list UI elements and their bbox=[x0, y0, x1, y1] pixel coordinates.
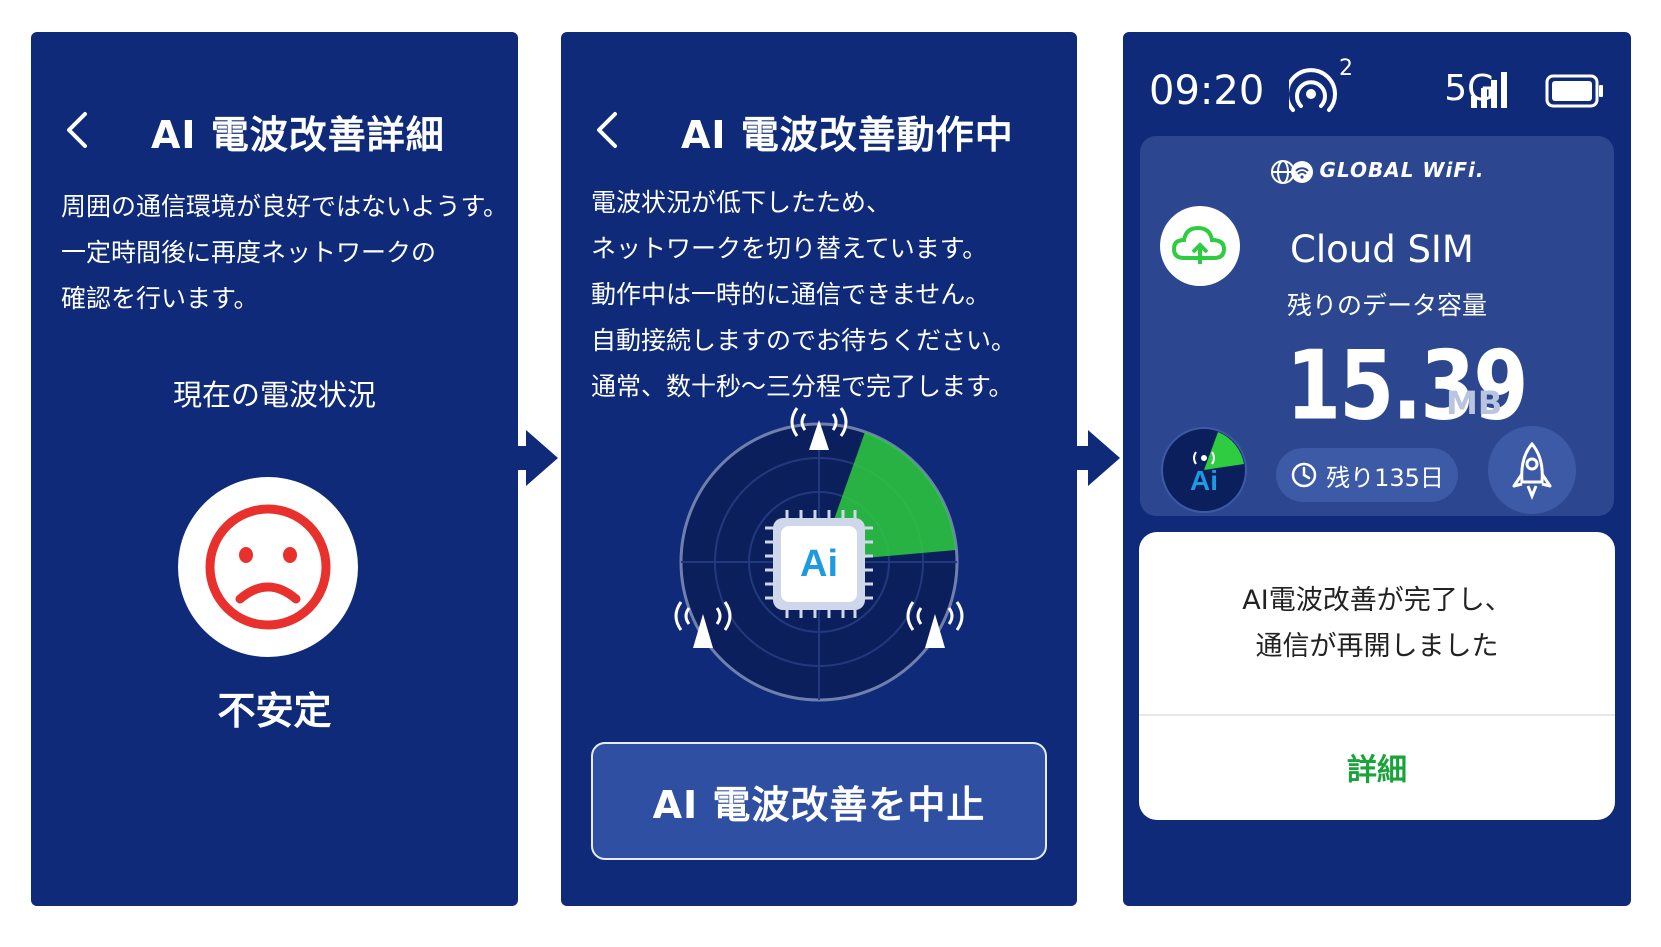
completion-dialog: AI電波改善が完了し、 通信が再開しました 詳細 bbox=[1139, 532, 1615, 820]
ai-signal-button[interactable]: Ai bbox=[1160, 426, 1248, 514]
cancel-ai-improvement-button[interactable]: AI 電波改善を中止 bbox=[591, 742, 1047, 860]
rocket-icon bbox=[1512, 441, 1552, 501]
page-title: AI 電波改善動作中 bbox=[681, 113, 1014, 157]
sim-data-card: GLOBAL WiFi. Cloud SIM 残りのデータ容量 15.39 MB… bbox=[1140, 136, 1614, 516]
screen-header: AI 電波改善動作中 bbox=[561, 82, 1077, 172]
ai-signal-detail-screen: AI 電波改善詳細 周囲の通信環境が良好ではないようす。 一定時間後に再度ネット… bbox=[31, 32, 518, 906]
message-line: 動作中は一時的に通信できません。 bbox=[591, 280, 991, 309]
boost-button[interactable] bbox=[1488, 426, 1576, 514]
remaining-data-unit: MB bbox=[1446, 384, 1503, 422]
status-message: 電波状況が低下したため、 ネットワークを切り替えています。 動作中は一時的に通信… bbox=[591, 180, 1016, 410]
detail-link[interactable]: 詳細 bbox=[1347, 753, 1407, 788]
message-line: 確認を行います。 bbox=[61, 284, 259, 313]
remaining-data-value: 15.39 bbox=[1286, 329, 1528, 442]
battery-icon bbox=[1545, 74, 1603, 108]
signal-strength-icon bbox=[1471, 72, 1507, 108]
divider bbox=[1139, 714, 1615, 716]
back-button[interactable] bbox=[59, 106, 95, 154]
message-line: ネットワークを切り替えています。 bbox=[591, 234, 988, 263]
ai-chip-icon: Ai bbox=[765, 510, 873, 618]
dialog-message-line: AI電波改善が完了し、 bbox=[1242, 585, 1512, 616]
ai-signal-running-screen: AI 電波改善動作中 電波状況が低下したため、 ネットワークを切り替えています。… bbox=[561, 32, 1077, 906]
hotspot-icon bbox=[1289, 68, 1337, 112]
clock-icon bbox=[1291, 462, 1317, 488]
arrow-right-icon bbox=[500, 428, 562, 488]
days-remaining-badge: 残り135日 bbox=[1276, 448, 1458, 502]
radar-scan-graphic: Ai bbox=[669, 392, 969, 722]
ai-chip-label: Ai bbox=[800, 543, 838, 585]
hotspot-client-count: 2 bbox=[1339, 56, 1353, 81]
status-bar: 09:20 2 5G bbox=[1149, 56, 1605, 122]
message-line: 通常、数十秒〜三分程で完了します。 bbox=[591, 372, 1014, 401]
brand-logo: GLOBAL WiFi. bbox=[1140, 158, 1614, 185]
signal-status-value: 不安定 bbox=[217, 689, 332, 733]
device-home-screen: 09:20 2 5G GLOBAL WiFi. bbox=[1123, 32, 1631, 906]
message-line: 一定時間後に再度ネットワークの bbox=[61, 238, 437, 267]
remaining-data-label: 残りのデータ容量 bbox=[1286, 291, 1487, 320]
globe-icon bbox=[1270, 159, 1313, 184]
status-message: 周囲の通信環境が良好ではないようす。 一定時間後に再度ネットワークの 確認を行い… bbox=[61, 184, 508, 322]
sim-name: Cloud SIM bbox=[1290, 228, 1474, 271]
page-title: AI 電波改善詳細 bbox=[151, 113, 445, 157]
screen-header: AI 電波改善詳細 bbox=[31, 82, 518, 172]
chevron-left-icon bbox=[597, 112, 617, 148]
arrow-right-icon bbox=[1062, 428, 1124, 488]
sad-face-icon bbox=[178, 477, 358, 657]
clock: 09:20 bbox=[1149, 68, 1265, 114]
days-remaining-text: 残り135日 bbox=[1326, 463, 1444, 492]
back-button[interactable] bbox=[589, 106, 625, 154]
dialog-message-line: 通信が再開しました bbox=[1255, 631, 1499, 662]
message-line: 周囲の通信環境が良好ではないようす。 bbox=[61, 192, 509, 221]
message-line: 自動接続しますのでお待ちください。 bbox=[591, 326, 1017, 355]
antenna-icon bbox=[790, 407, 848, 450]
ai-badge-label: Ai bbox=[1190, 465, 1218, 496]
message-line: 電波状況が低下したため、 bbox=[591, 188, 892, 217]
dialog-message: AI電波改善が完了し、 通信が再開しました bbox=[1139, 578, 1615, 670]
brand-name: GLOBAL WiFi. bbox=[1319, 158, 1485, 182]
cloud-sim-icon bbox=[1160, 206, 1240, 286]
signal-status-label: 現在の電波状況 bbox=[172, 378, 376, 412]
chevron-left-icon bbox=[67, 112, 87, 148]
